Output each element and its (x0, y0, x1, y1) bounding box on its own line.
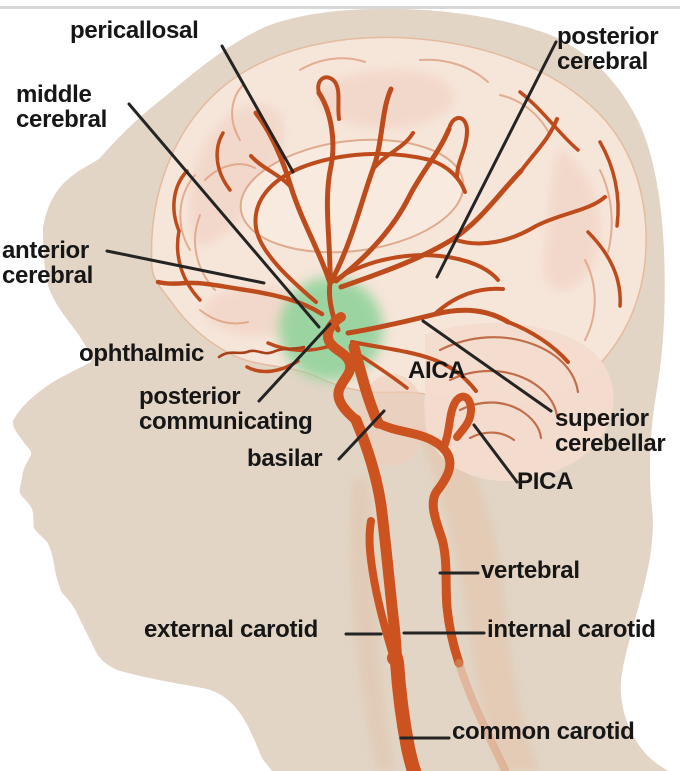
leader-lines (105, 40, 558, 740)
label-text: posterior (139, 383, 241, 410)
top-border-line (0, 6, 680, 9)
arterial-tree-main (322, 312, 509, 771)
carotid-bifurcation (387, 650, 403, 666)
internal-carotid-artery (350, 414, 403, 668)
arterial-tree-branches (155, 75, 622, 393)
leader-posterior-communicating (257, 322, 332, 403)
leader-anterior-cerebral (105, 249, 266, 285)
label-ophthalmic: ophthalmic (79, 341, 204, 366)
external-carotid-artery (365, 517, 397, 659)
label-text: AICA (408, 357, 466, 384)
leader-basilar (337, 409, 386, 461)
cerebellum-folds (438, 336, 580, 442)
label-anterior-cerebral: anterior cerebral (2, 238, 93, 288)
label-common-carotid: common carotid (452, 719, 635, 744)
label-text: anterior (2, 237, 89, 264)
label-text: cerebral (2, 262, 93, 289)
label-text: cerebral (557, 48, 648, 75)
label-external-carotid: external carotid (144, 617, 318, 642)
neck-shadow-bands (349, 430, 540, 771)
label-text: posterior (557, 23, 659, 50)
leader-middle-cerebral (127, 102, 321, 329)
label-text: middle (16, 81, 92, 108)
leader-pericallosal (220, 44, 295, 174)
pica-loop (439, 392, 475, 453)
label-text: communicating (139, 408, 313, 435)
label-text: pericallosal (70, 17, 199, 44)
label-text: ophthalmic (79, 340, 205, 367)
leader-superior-cerebellar (421, 319, 553, 413)
label-text: vertebral (481, 557, 580, 584)
label-posterior-communicating: posterior communicating (139, 383, 313, 435)
label-internal-carotid: internal carotid (487, 617, 656, 642)
label-text: cerebellar (555, 430, 666, 457)
anterior-cerebral-artery (155, 279, 325, 317)
label-text: external carotid (144, 616, 318, 643)
label-pica: PICA (517, 469, 573, 494)
leader-posterior-cerebral (435, 40, 558, 279)
brainstem (358, 374, 426, 466)
carotid-siphon (322, 312, 361, 425)
ophthalmic-artery (217, 345, 306, 359)
basilar-artery (348, 341, 384, 429)
label-basilar: basilar (247, 445, 323, 472)
label-aica: AICA (408, 357, 466, 384)
aica-artery (356, 352, 409, 390)
leader-pica (472, 423, 519, 484)
superior-cerebellar-artery (350, 340, 478, 393)
label-posterior-cerebral: posterior cerebral (557, 23, 659, 75)
pericallosal-artery (253, 151, 467, 304)
vertebral-artery-fade (455, 659, 509, 771)
label-vertebral: vertebral (481, 558, 580, 583)
label-text: superior (555, 405, 649, 432)
common-carotid-artery (390, 655, 421, 771)
label-text: cerebral (16, 106, 107, 133)
label-text: internal carotid (487, 616, 656, 643)
label-text: PICA (517, 468, 574, 495)
vertebral-artery (373, 418, 464, 668)
label-pericallosal: pericallosal (70, 17, 199, 44)
label-superior-cerebellar: superior cerebellar (555, 405, 666, 457)
label-text: basilar (247, 445, 323, 472)
label-middle-cerebral: middle cerebral (16, 82, 107, 132)
label-text: common carotid (452, 718, 635, 745)
